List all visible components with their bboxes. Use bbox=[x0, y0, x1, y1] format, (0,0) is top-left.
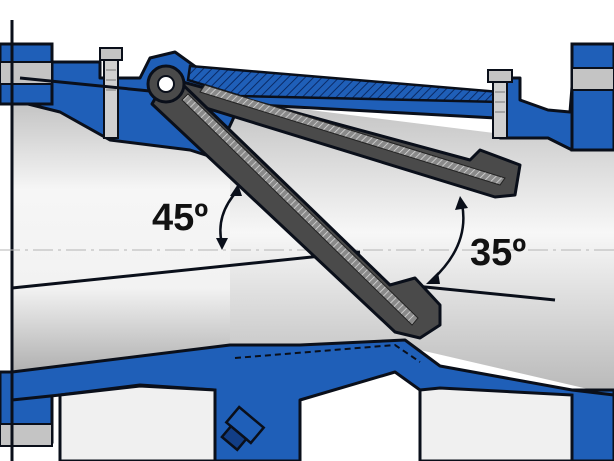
hinge-pivot-icon bbox=[146, 64, 186, 104]
disc-closed-position bbox=[150, 78, 442, 340]
disc-open-position bbox=[166, 76, 522, 199]
angle-arc-45 bbox=[216, 184, 242, 250]
reference-line-top bbox=[19, 76, 161, 94]
left-flange-bolt-bottom bbox=[0, 423, 53, 447]
reference-line-closed bbox=[11, 250, 361, 290]
left-cover-bolt-icon bbox=[99, 47, 123, 139]
reference-line-open bbox=[414, 284, 556, 302]
drain-plug-icon bbox=[220, 405, 266, 452]
seat-dashed-line bbox=[234, 343, 421, 363]
right-flange-bolt-top bbox=[571, 67, 614, 91]
angle-arc-35 bbox=[426, 196, 468, 284]
right-flange-top bbox=[570, 42, 614, 152]
angle-label-45: 45º bbox=[152, 197, 208, 239]
valve-bottom-inner bbox=[58, 384, 217, 461]
right-cover-bolt-icon bbox=[487, 69, 513, 139]
valve-bottom-inner-right bbox=[418, 386, 574, 461]
angle-label-35: 35º bbox=[470, 232, 526, 274]
valve-cover-hatched bbox=[186, 64, 502, 104]
